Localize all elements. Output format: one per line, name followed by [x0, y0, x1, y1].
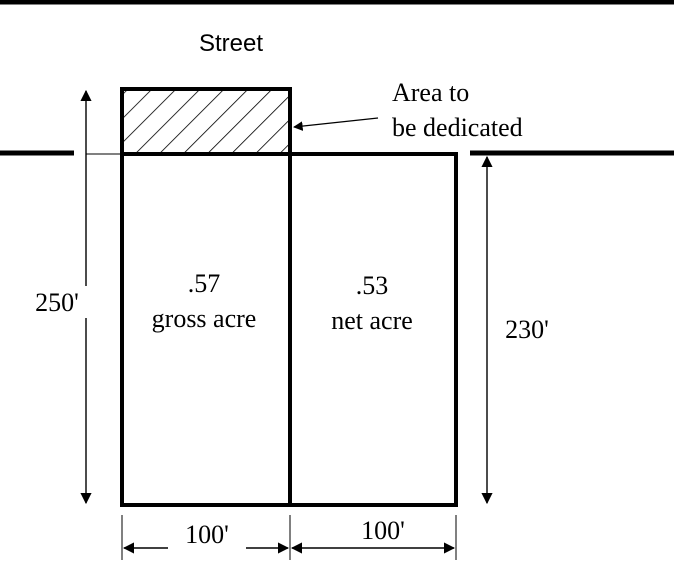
right-width-label: 100' — [361, 516, 405, 545]
left-depth-label: 250' — [35, 288, 79, 317]
dedication-label-line2: be dedicated — [392, 113, 523, 142]
gross-acre-value: .57 — [188, 269, 221, 298]
left-width-label: 100' — [185, 520, 229, 549]
net-acre-value: .53 — [356, 271, 389, 300]
dedication-area — [120, 87, 292, 156]
dedication-label-line1: Area to — [392, 78, 469, 107]
net-parcel — [288, 152, 458, 507]
right-depth-label: 230' — [505, 315, 549, 344]
street-label: Street — [199, 30, 263, 57]
dedication-callout-arrow — [293, 117, 379, 131]
left-width-label-bg — [168, 521, 246, 549]
right-depth-label-bg — [490, 312, 566, 344]
left-depth-label-bg — [20, 286, 92, 318]
net-acre-unit: net acre — [331, 306, 413, 335]
gross-acre-unit: gross acre — [152, 304, 257, 333]
right-width-label-bg — [343, 516, 423, 544]
